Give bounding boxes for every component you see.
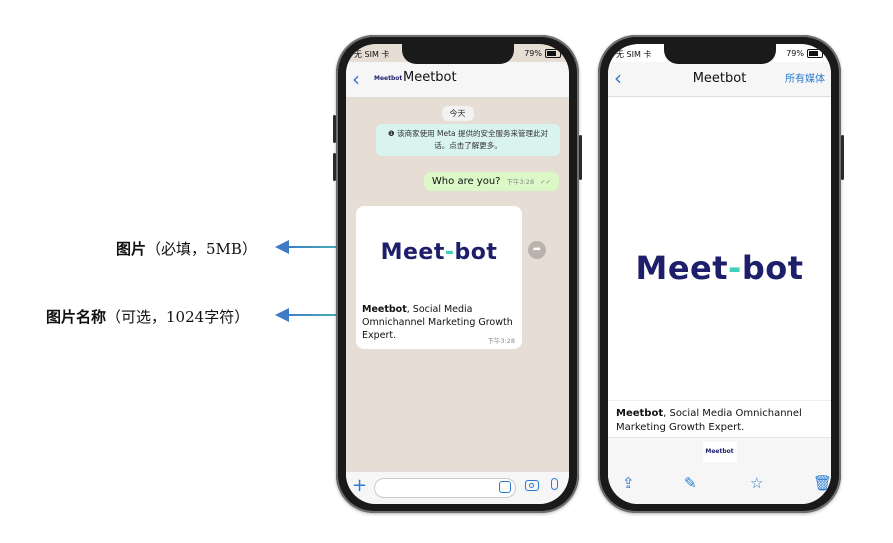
notice-text: 该商家使用 Meta 提供的安全服务来管理此对话。点击了解更多。 bbox=[397, 129, 548, 150]
arrow-image-name bbox=[275, 306, 370, 324]
plus-icon[interactable]: + bbox=[352, 475, 368, 496]
media-title: Meetbot bbox=[692, 71, 747, 86]
battery-icon bbox=[545, 49, 561, 58]
camera-icon[interactable] bbox=[525, 480, 539, 491]
chat-screen: 无 SIM 卡 79% ‹ Meetbot Meetbot 今天 ❶ 该商家使用… bbox=[346, 44, 569, 504]
media-header: ‹ Meetbot 所有媒体 bbox=[608, 62, 831, 97]
carrier-text: 无 SIM 卡 bbox=[616, 50, 652, 59]
chevron-left-icon[interactable]: ‹ bbox=[352, 67, 360, 91]
annotation-image-note: （必填，5MB） bbox=[146, 240, 257, 258]
forward-icon[interactable]: ➦ bbox=[528, 241, 546, 259]
contact-avatar[interactable]: Meetbot bbox=[374, 75, 403, 82]
share-icon[interactable]: ⇪ bbox=[622, 474, 635, 492]
all-media-button[interactable]: 所有媒体 bbox=[785, 74, 825, 85]
notch bbox=[401, 44, 514, 64]
outgoing-message[interactable]: Who are you? 下午3:28 ✓✓ bbox=[423, 172, 559, 191]
image-caption: Meetbot, Social Media Omnichannel Market… bbox=[362, 304, 513, 341]
notch bbox=[663, 44, 776, 64]
security-notice[interactable]: ❶ 该商家使用 Meta 提供的安全服务来管理此对话。点击了解更多。 bbox=[376, 124, 560, 156]
outgoing-time: 下午3:28 bbox=[506, 178, 535, 186]
arrow-image bbox=[275, 238, 370, 256]
media-screen: 无 SIM 卡 79% ‹ Meetbot 所有媒体 Meet-bot Meet… bbox=[608, 44, 831, 504]
trash-icon[interactable]: 🗑 bbox=[813, 474, 831, 492]
input-bar: + bbox=[346, 471, 569, 504]
contact-name[interactable]: Meetbot bbox=[403, 70, 457, 85]
phone-chat: 无 SIM 卡 79% ‹ Meetbot Meetbot 今天 ❶ 该商家使用… bbox=[333, 35, 582, 513]
annotation-image-name-title: 图片名称 bbox=[46, 308, 107, 326]
message-input[interactable] bbox=[374, 478, 516, 498]
image-logo[interactable]: Meet-bot bbox=[380, 240, 498, 265]
microphone-icon[interactable] bbox=[551, 478, 558, 490]
markup-icon[interactable]: ✎ bbox=[684, 474, 697, 492]
chat-header: ‹ Meetbot Meetbot bbox=[346, 62, 569, 98]
star-icon[interactable]: ☆ bbox=[750, 474, 764, 492]
battery-text: 79% bbox=[786, 49, 804, 58]
battery-text: 79% bbox=[524, 49, 542, 58]
annotation-image: 图片（必填，5MB） bbox=[116, 238, 257, 259]
annotation-image-name-note: （可选，1024字符） bbox=[106, 308, 250, 326]
annotation-image-name: 图片名称（可选，1024字符） bbox=[46, 306, 249, 327]
incoming-time: 下午3:28 bbox=[487, 337, 515, 345]
phone-media: 无 SIM 卡 79% ‹ Meetbot 所有媒体 Meet-bot Meet… bbox=[598, 35, 844, 513]
chevron-left-icon[interactable]: ‹ bbox=[614, 66, 622, 90]
carrier-text: 无 SIM 卡 bbox=[354, 50, 390, 59]
thumbnail-strip: Meetbot bbox=[608, 437, 831, 466]
media-image-logo[interactable]: Meet-bot bbox=[635, 249, 804, 287]
media-caption: Meetbot, Social Media Omnichannel Market… bbox=[608, 400, 831, 441]
sticker-icon[interactable] bbox=[499, 481, 511, 493]
media-toolbar: ⇪ ✎ ☆ 🗑 bbox=[608, 466, 831, 504]
double-check-icon: ✓✓ bbox=[540, 178, 551, 186]
incoming-image-message[interactable]: Meet-bot Meetbot, Social Media Omnichann… bbox=[356, 206, 522, 349]
outgoing-text: Who are you? bbox=[431, 176, 501, 187]
media-thumbnail[interactable]: Meetbot bbox=[702, 442, 737, 462]
status-bar: 无 SIM 卡 79% bbox=[608, 44, 831, 62]
annotation-image-title: 图片 bbox=[116, 240, 147, 258]
info-icon: ❶ bbox=[388, 129, 398, 138]
battery-icon bbox=[807, 49, 823, 58]
date-chip: 今天 bbox=[441, 106, 474, 121]
status-bar: 无 SIM 卡 79% bbox=[346, 44, 569, 62]
